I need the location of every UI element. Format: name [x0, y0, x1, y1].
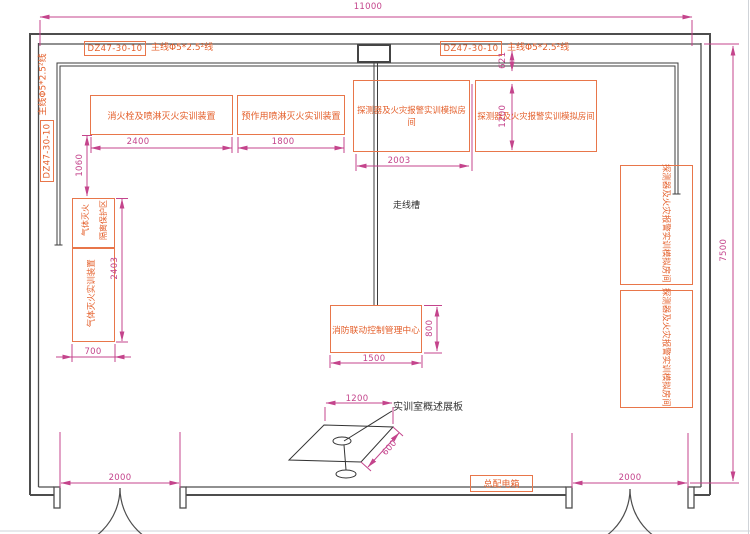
dim-preaction-width: 1800	[271, 137, 295, 147]
main-line-spec-top-right: 主线Φ5*2.5²线	[507, 43, 570, 53]
cable-tray-label: 走线槽	[393, 201, 421, 211]
dim-overall-depth: 7500	[718, 238, 729, 262]
dim-gas-offset: 1060	[74, 153, 85, 177]
board-leader-line	[343, 410, 393, 442]
detector-room-label: 探测器及火灾报警实训模拟房间	[660, 163, 671, 283]
main-power-distribution-box: 总配电箱	[470, 475, 533, 492]
breaker-tag-top-right: DZ47-30-10	[440, 41, 502, 56]
breaker-model-label: DZ47-30-10	[443, 43, 499, 54]
door-jambs	[53, 486, 695, 509]
gas-suppression-device	[72, 248, 115, 342]
breaker-tag-top-left: DZ47-30-10	[84, 41, 146, 56]
dim-overall-width: 11000	[353, 2, 383, 12]
door-right-arcs	[607, 488, 653, 534]
gas-zone-label-col2: 隔离保护区	[99, 200, 108, 240]
gas-device-label: 气体灭火实训装置	[86, 259, 97, 328]
dim-gas-width: 700	[84, 347, 102, 357]
detector-room-right-top	[620, 165, 693, 285]
detector-room-label: 探测器及火灾报警实训模拟房间	[357, 105, 466, 127]
top-wall-junction-box	[357, 44, 391, 63]
outer-wall	[29, 33, 711, 496]
detector-room-mid-left: 探测器及火灾报警实训模拟房间	[353, 80, 470, 152]
gas-zone-label-col1: 气体灭火	[81, 204, 90, 236]
detector-room-right-bottom	[620, 290, 693, 408]
preaction-sprinkler-unit: 预作用喷淋灭火实训装置	[237, 95, 345, 135]
dimension-lines	[39, 14, 739, 488]
door-left-arcs	[97, 487, 143, 534]
preaction-sprinkler-label: 预作用喷淋灭火实训装置	[241, 111, 341, 122]
dim-board-width: 1200	[345, 394, 369, 404]
detector-room-label: 探测器及火灾报警实训模拟房间	[660, 287, 671, 407]
board-caption-label: 实训室概述展板	[393, 402, 463, 413]
dim-top-gap: 621	[497, 51, 508, 69]
detector-room-mid-right: 探测器及火灾报警实训模拟房间	[475, 80, 597, 152]
dim-detector-width: 2003	[387, 156, 411, 166]
detector-room-label: 探测器及火灾报警实训模拟房间	[477, 111, 595, 121]
dim-hydrant-width: 2400	[126, 137, 150, 147]
gas-suppression-zone	[72, 198, 115, 248]
dim-control-width: 1500	[362, 354, 386, 364]
dim-detector-height: 1200	[497, 104, 508, 128]
main-line-spec-top-left: 主线Φ5*2.5²线	[151, 43, 214, 53]
breaker-model-label: DZ47-30-10	[42, 123, 53, 179]
dim-control-height: 800	[424, 319, 435, 337]
dim-door-right: 2000	[618, 473, 642, 483]
main-power-box-label: 总配电箱	[483, 480, 520, 490]
breaker-tag-left-wall: DZ47-30-10	[40, 120, 54, 182]
fire-control-center: 消防联动控制管理中心	[330, 305, 422, 353]
main-line-spec-left-wall: 主线Φ5*2.5²线	[38, 53, 49, 116]
fire-control-center-label: 消防联动控制管理中心	[332, 325, 420, 336]
dim-door-left: 2000	[108, 473, 132, 483]
dim-gas-height: 2403	[109, 256, 120, 280]
display-board	[287, 410, 395, 479]
breaker-model-label: DZ47-30-10	[87, 43, 143, 54]
hydrant-sprinkler-label: 消火栓及喷淋灭火实训装置	[107, 111, 216, 122]
hydrant-sprinkler-unit: 消火栓及喷淋灭火实训装置	[90, 95, 233, 135]
